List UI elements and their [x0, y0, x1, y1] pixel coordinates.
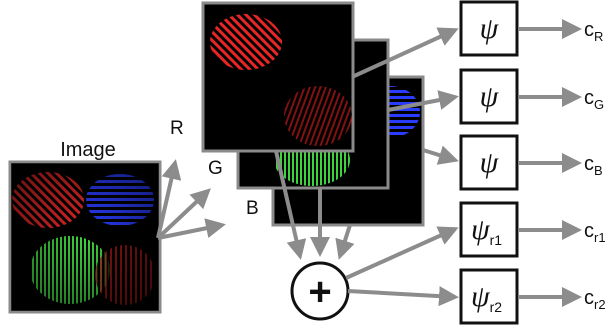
- psi-box-r1: ψr1: [459, 201, 519, 258]
- psi-symbol: ψ: [480, 80, 500, 113]
- output-c-r2: cr2: [584, 287, 606, 312]
- psi-subscript: r1: [490, 232, 503, 248]
- output-c-r1: cr1: [584, 220, 606, 245]
- psi-box-r: ψ: [459, 0, 519, 57]
- psi-box-g: ψ: [459, 68, 519, 125]
- psi-symbol: ψ: [471, 280, 491, 313]
- channel-r: [201, 1, 355, 153]
- input-image: [8, 160, 162, 314]
- channel-label-g: G: [208, 158, 223, 179]
- svg-text:ψr1: ψr1: [471, 213, 502, 248]
- psi-symbol: ψ: [480, 12, 500, 45]
- output-c-g: cG: [584, 87, 604, 112]
- output-c-r: cR: [584, 19, 603, 44]
- input-image-label: Image: [60, 139, 116, 161]
- channel-label-r: R: [170, 118, 184, 139]
- psi-symbol: ψ: [471, 213, 491, 246]
- psi-box-b: ψ: [459, 134, 519, 191]
- psi-box-r2: ψr2: [459, 268, 519, 325]
- svg-text:ψr2: ψr2: [471, 280, 502, 315]
- psi-subscript: r2: [490, 299, 503, 315]
- sum-symbol: +: [308, 270, 331, 314]
- psi-symbol: ψ: [480, 146, 500, 179]
- sum-node: +: [290, 261, 350, 321]
- output-c-b: cB: [584, 153, 603, 178]
- channel-label-b: B: [246, 198, 259, 219]
